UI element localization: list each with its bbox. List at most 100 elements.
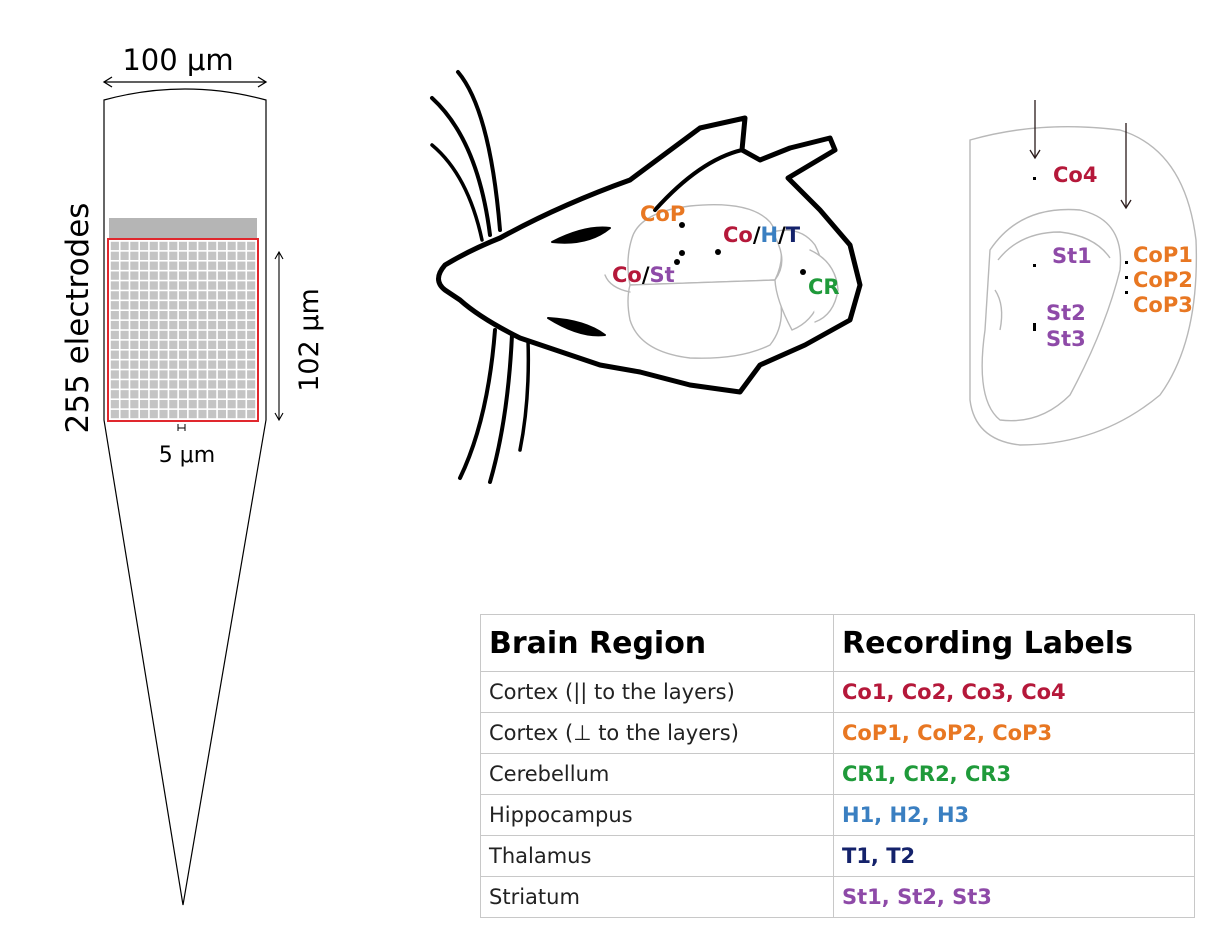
slice-label-st3: St3 (1046, 327, 1086, 351)
electrode (208, 241, 217, 251)
electrode (247, 380, 256, 389)
region-cell: Striatum (480, 876, 834, 918)
eye (551, 226, 611, 244)
electrode (159, 261, 168, 270)
electrode (120, 340, 129, 349)
slice-outline (969, 125, 1198, 446)
electrode (217, 271, 226, 280)
probe-height-label: 102 μm (294, 288, 325, 392)
electrode (110, 370, 119, 379)
recording-labels-cell: H1, H2, H3 (833, 794, 1195, 836)
electrode (198, 409, 207, 419)
electrode (159, 350, 168, 359)
electrode (140, 400, 149, 409)
electrode (169, 370, 178, 379)
electrode (159, 360, 168, 369)
electrode (140, 251, 149, 260)
slice-arrows (1029, 100, 1132, 210)
electrode (120, 241, 129, 251)
whisker (458, 328, 497, 480)
electrode (159, 241, 168, 251)
electrode (247, 271, 256, 280)
electrode (178, 370, 188, 379)
electrode (247, 301, 256, 310)
slice-label-cop1: CoP1 (1133, 243, 1193, 267)
electrode (120, 301, 129, 310)
whisker (488, 333, 514, 484)
electrode (159, 311, 168, 320)
electrode (149, 409, 158, 419)
electrode (237, 409, 246, 419)
electrode (217, 320, 226, 330)
electrode (188, 271, 197, 280)
electrode (247, 330, 256, 340)
brain-outline (604, 204, 839, 359)
electrode (217, 360, 226, 369)
electrode (237, 261, 246, 270)
table-header-row: Brain Region Recording Labels (480, 614, 1195, 672)
electrode (178, 320, 188, 330)
electrode (178, 340, 188, 349)
region-legend-table: Brain Region Recording Labels Cortex (||… (480, 614, 1195, 918)
electrode (198, 400, 207, 409)
electrode (169, 390, 178, 399)
table-row: Cortex (⊥ to the layers)CoP1, CoP2, CoP3 (480, 712, 1195, 754)
whisker (456, 70, 502, 232)
electrode (237, 281, 246, 290)
electrode (188, 370, 197, 379)
electrode (237, 330, 246, 340)
probe-shank (103, 88, 267, 906)
electrode (169, 301, 178, 310)
electrode (149, 311, 158, 320)
electrode (120, 251, 129, 260)
electrode (198, 271, 207, 280)
electrode (120, 311, 129, 320)
recording-labels-cell: CoP1, CoP2, CoP3 (833, 712, 1195, 754)
electrode (198, 241, 207, 251)
electrode (217, 380, 226, 389)
electrode (130, 400, 139, 409)
region-cell: Hippocampus (480, 794, 834, 836)
electrode (120, 390, 129, 399)
electrode (247, 241, 256, 251)
electrode (149, 281, 158, 290)
electrode (178, 390, 188, 399)
electrode (208, 350, 217, 359)
electrode (130, 409, 139, 419)
electrode (217, 390, 226, 399)
electrode (178, 261, 188, 270)
electrode (178, 330, 188, 340)
electrode (110, 340, 119, 349)
electrode (227, 271, 236, 280)
electrode (140, 261, 149, 270)
electrode (140, 409, 149, 419)
electrode (110, 251, 119, 260)
electrode (130, 311, 139, 320)
electrode (217, 370, 226, 379)
electrode (159, 271, 168, 280)
electrode (198, 261, 207, 270)
electrode (149, 241, 158, 251)
head-label-cop: CoP (640, 202, 685, 226)
electrode (149, 320, 158, 330)
electrode (198, 251, 207, 260)
electrode (247, 360, 256, 369)
electrode (169, 320, 178, 330)
electrode (227, 281, 236, 290)
recording-labels-cell: T1, T2 (833, 835, 1195, 877)
electrode (140, 320, 149, 330)
electrode (208, 291, 217, 300)
electrode (140, 241, 149, 251)
electrode (188, 400, 197, 409)
electrode (130, 370, 139, 379)
electrode (110, 360, 119, 369)
electrode (247, 400, 256, 409)
electrode (169, 340, 178, 349)
electrode (110, 241, 119, 251)
electrode (188, 320, 197, 330)
electrode (178, 350, 188, 359)
electrode (237, 340, 246, 349)
electrode (120, 261, 129, 270)
electrode (247, 370, 256, 379)
electrode (130, 340, 139, 349)
